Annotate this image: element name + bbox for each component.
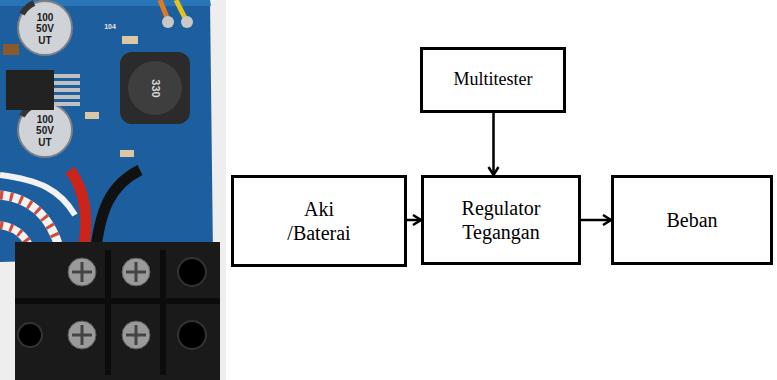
screw [68, 258, 96, 286]
capacitor [18, 103, 72, 157]
terminal-hole [18, 323, 42, 347]
photo-ground [0, 0, 226, 380]
inductor [120, 52, 190, 124]
component-marking: 50V [36, 126, 54, 136]
terminal-block [15, 242, 220, 380]
smd-part [122, 36, 138, 44]
smd-part [85, 112, 99, 119]
pcb [0, 0, 213, 262]
component-marking: 50V [36, 24, 54, 34]
process-box: Aki /Baterai [231, 175, 407, 267]
process-box: Regulator Tegangan [421, 175, 581, 265]
terminal-hole [178, 258, 206, 286]
regulator-chip [6, 70, 54, 110]
screw-slot [72, 262, 92, 282]
solder-pad [162, 16, 174, 28]
arrow-connector [581, 219, 611, 222]
process-box: Multitester [420, 47, 566, 113]
component-marking: 100 [37, 115, 54, 125]
box-label: Regulator Tegangan [452, 196, 550, 244]
box-label: Beban [666, 208, 717, 232]
screw-slot [126, 262, 146, 282]
terminal-divider [15, 298, 220, 304]
screw [68, 321, 96, 349]
terminal-hole [178, 321, 206, 349]
component-marking: UT [38, 36, 51, 46]
smd-diode [3, 44, 19, 55]
arrow-connector [492, 113, 495, 175]
screw [122, 321, 150, 349]
chip-pin [54, 74, 80, 78]
terminal-divider [105, 250, 111, 375]
terminal-divider [160, 250, 166, 375]
screw-slot [126, 325, 146, 345]
capacitor-stripe [22, 3, 34, 14]
solder-pad [181, 16, 193, 28]
process-box: Beban [611, 175, 773, 265]
chip-pin [54, 88, 80, 92]
component-marking: 100 [37, 13, 54, 23]
smd-part [120, 150, 134, 157]
inductor-core [128, 61, 182, 115]
arrow-connector [407, 219, 421, 222]
screw [122, 258, 150, 286]
chip-pin [54, 95, 80, 99]
component-marking: UT [38, 138, 51, 148]
box-label: Aki /Baterai [279, 197, 359, 245]
chip-pin [54, 102, 80, 106]
chip-pin [54, 81, 80, 85]
capacitor [18, 1, 72, 55]
screw-slot [72, 325, 92, 345]
component-marking: 104 [104, 23, 116, 30]
box-label: Multitester [454, 69, 533, 91]
component-marking: 330 [149, 79, 160, 97]
